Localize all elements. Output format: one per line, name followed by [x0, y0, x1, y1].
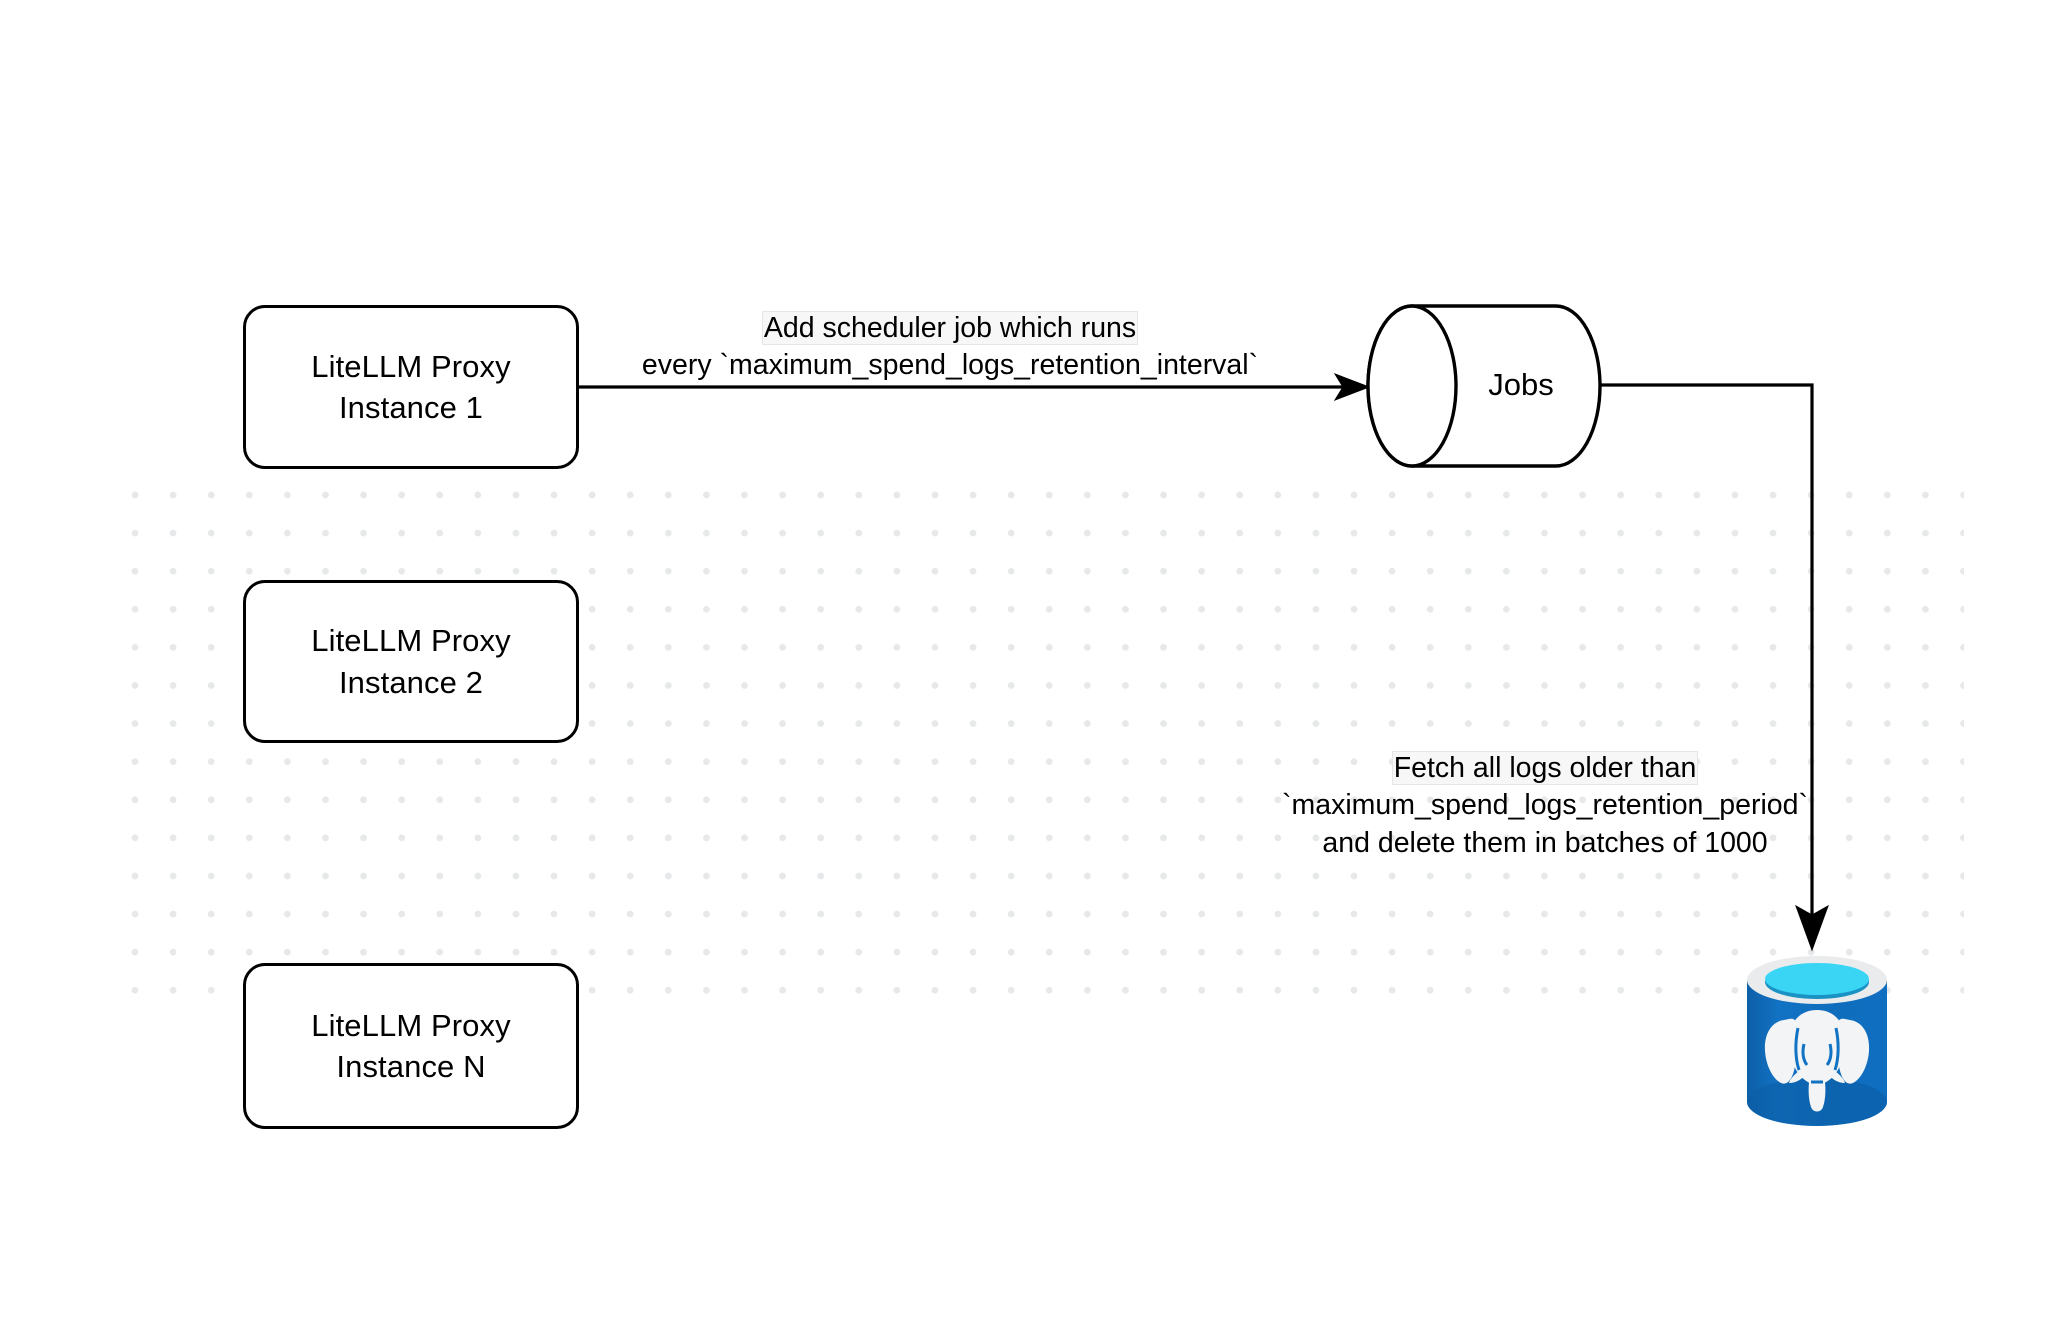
instance-n-line2: Instance N: [336, 1049, 486, 1084]
instance-1-line2: Instance 1: [338, 390, 484, 425]
instance-2-line2: Instance 2: [338, 664, 484, 700]
retention-label-line2: `maximum_spend_logs_retention_period`: [1282, 789, 1808, 822]
postgres-elephant-detail: [1794, 1027, 1840, 1084]
instance-n-line1: LiteLLM Proxy: [311, 1007, 511, 1043]
postgres-elephant-glyph: [1764, 1010, 1870, 1112]
edge-label-retention: Fetch all logs older than `maximum_spend…: [1225, 750, 1865, 862]
edge-instance1-to-jobs: [579, 373, 1371, 401]
jobs-cylinder-left-face: [1366, 304, 1458, 468]
node-litellm-proxy-instance-2[interactable]: LiteLLM Proxy Instance 2: [243, 580, 579, 743]
arrowhead-into-jobs: [1333, 373, 1371, 401]
retention-label-line3: and delete them in batches of 1000: [1322, 826, 1768, 859]
edge-label-scheduler: Add scheduler job which runs every `maxi…: [545, 310, 1355, 385]
retention-label-line1: Fetch all logs older than: [1392, 752, 1698, 784]
node-litellm-proxy-instance-1[interactable]: LiteLLM Proxy Instance 1: [243, 305, 579, 469]
scheduler-label-line2: every `maximum_spend_logs_retention_inte…: [641, 349, 1259, 382]
node-jobs-cylinder: [1366, 304, 1602, 468]
edge-jobs-to-postgres: [1600, 383, 1829, 952]
arrowhead-into-postgres: [1795, 904, 1829, 952]
postgres-top-fill: [1765, 963, 1869, 995]
node-litellm-proxy-instance-n[interactable]: LiteLLM Proxy Instance N: [243, 963, 579, 1129]
instance-2-line1: LiteLLM Proxy: [311, 623, 511, 659]
jobs-node-label: Jobs: [1488, 367, 1554, 402]
node-postgres-database-icon: [1747, 956, 1887, 1126]
scheduler-label-line1: Add scheduler job which runs: [762, 312, 1138, 344]
edge-line-retention: [1600, 383, 1814, 930]
instance-1-line1: LiteLLM Proxy: [311, 348, 511, 384]
